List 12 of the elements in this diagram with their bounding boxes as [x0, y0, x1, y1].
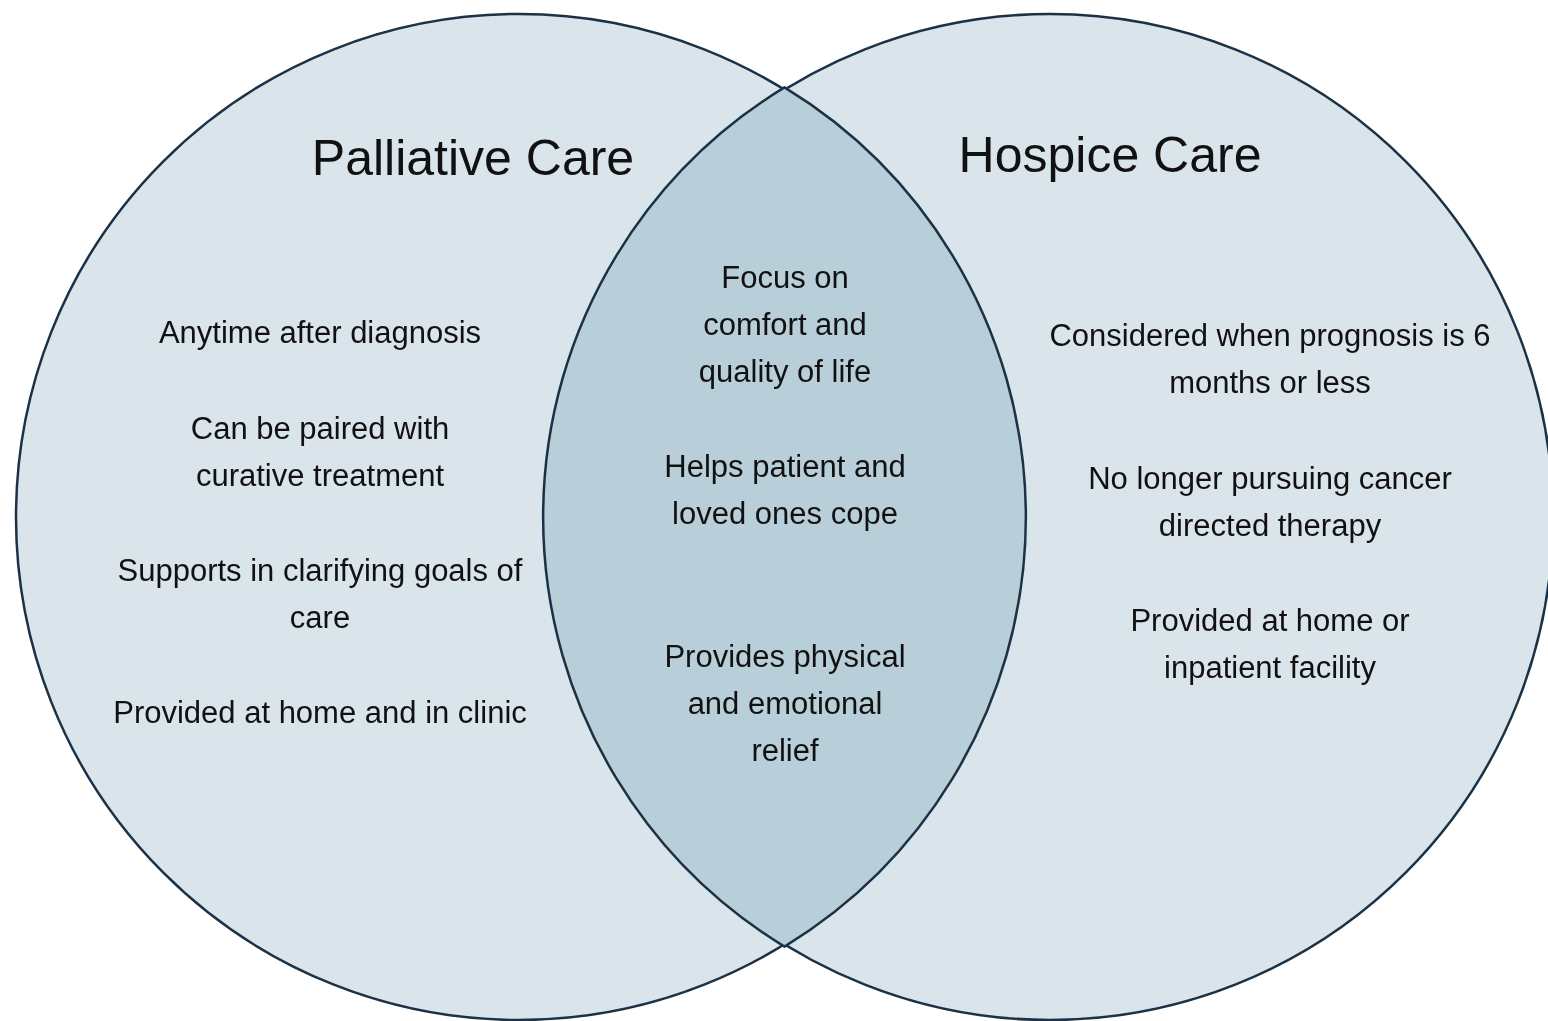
list-item-text: Anytime after diagnosis [157, 314, 483, 352]
list-item-text: Helps patient and loved ones cope [663, 448, 907, 533]
list-item-text: Provides physical and emotional relief [663, 638, 907, 770]
list-item-text: Can be paired with curative treatment [189, 410, 451, 495]
list-item-text: No longer pursuing cancer directed therapy [1087, 460, 1453, 545]
list-item-text: Provided at home and in clinic [112, 694, 528, 732]
list-item-text: Focus on comfort and quality of life [697, 259, 873, 391]
list-item-text: Supports in clarifying goals of care [116, 552, 524, 637]
circle-heading: Hospice Care [957, 126, 1263, 185]
circle-heading: Palliative Care [310, 129, 636, 188]
list-item-text: Considered when prognosis is 6 months or less [1048, 317, 1492, 402]
list-item-text: Provided at home or inpatient facility [1129, 602, 1411, 687]
